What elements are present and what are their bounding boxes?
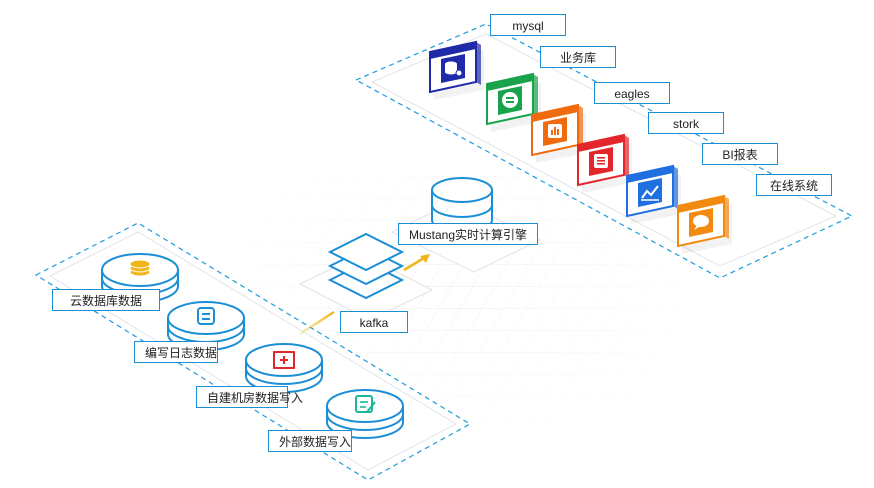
target-label: BI报表 (702, 143, 778, 165)
arrow-head-icon (420, 254, 430, 263)
database-stack-icon (445, 61, 463, 77)
target-label: 在线系统 (756, 174, 832, 196)
target-label: eagles (594, 82, 670, 104)
document-icon (197, 307, 215, 325)
source-label: 云数据库数据 (52, 289, 160, 311)
engine-database-icon (431, 177, 493, 233)
target-label: stork (648, 112, 724, 134)
source-label: 外部数据写入 (268, 430, 352, 452)
flow-arrows (299, 254, 430, 336)
chat-bubble-icon (693, 215, 709, 230)
edit-form-icon (355, 395, 376, 413)
source-disk (245, 343, 323, 393)
coin-stack-icon (129, 259, 151, 277)
grid-db-icon (502, 92, 518, 108)
target-window (626, 164, 681, 224)
target-window (486, 72, 541, 132)
target-window (429, 40, 484, 100)
engine-label: Mustang实时计算引擎 (398, 223, 538, 245)
target-label: mysql (490, 14, 566, 36)
target-window (677, 194, 732, 254)
medical-box-icon (273, 351, 295, 369)
kafka-layers-icon (327, 232, 405, 300)
list-icon (594, 154, 608, 168)
line-chart-icon (641, 185, 659, 201)
target-window (531, 103, 586, 163)
target-label: 业务库 (540, 46, 616, 68)
source-label: 自建机房数据写入 (196, 386, 303, 408)
kafka-label: kafka (340, 311, 408, 333)
source-label: 编写日志数据 (134, 341, 218, 363)
bar-chart-icon (548, 124, 562, 138)
target-window (577, 133, 632, 193)
